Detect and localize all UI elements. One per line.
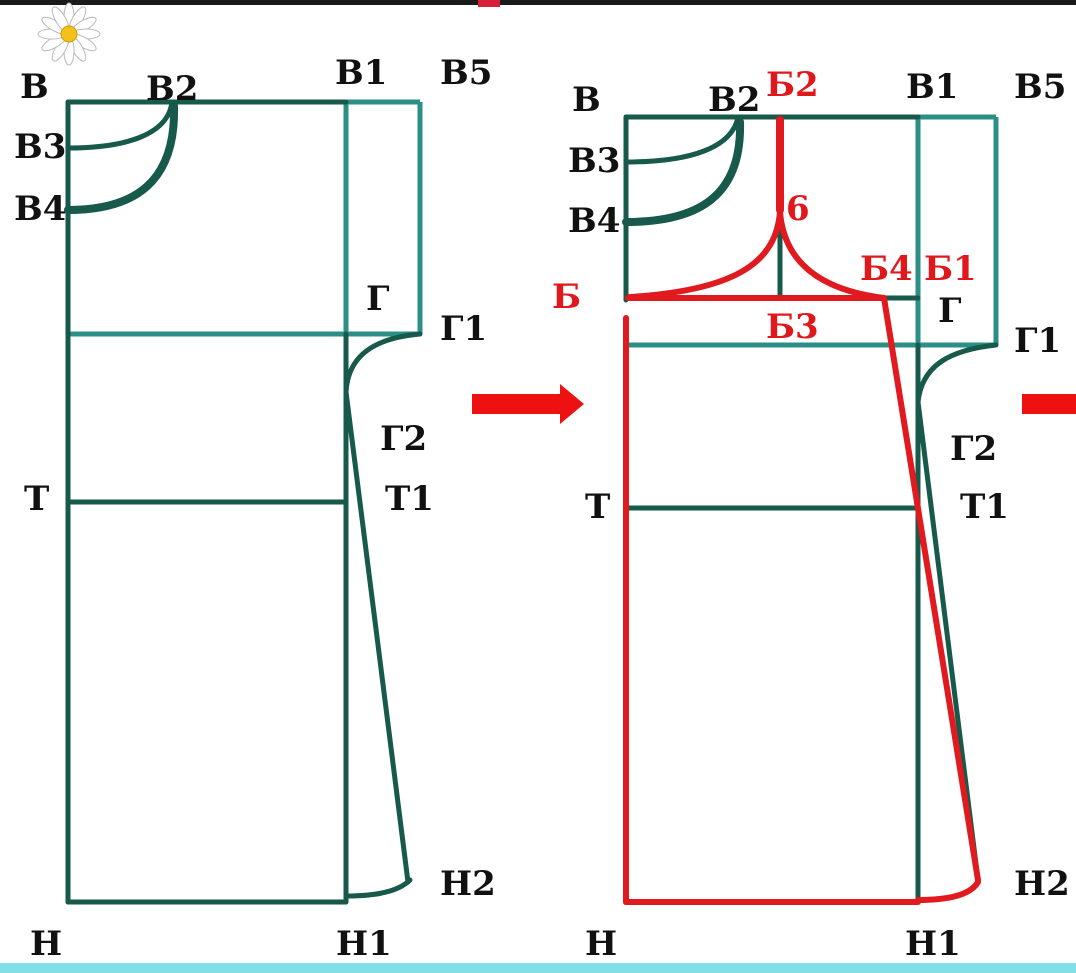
label-right-B4: В4: [568, 201, 620, 241]
label-right-B5: В5: [1014, 67, 1066, 107]
left-hem-curve: [343, 877, 413, 899]
label-right-B3: В3: [568, 141, 620, 181]
arrow-right-icon: [1022, 394, 1076, 414]
bottom-band: [0, 963, 1076, 973]
label-right-H2: Н2: [1014, 864, 1070, 904]
label-left-B2: В2: [146, 69, 198, 109]
red-curve-6-b4: [777, 209, 887, 301]
left-pattern: [64, 99, 423, 905]
label-right-b3-red: Б3: [766, 307, 819, 347]
top-header-strip: [0, 0, 1076, 5]
label-right-G: Г: [938, 291, 962, 331]
red-side-line: [881, 295, 981, 883]
label-left-G1: Г1: [440, 309, 487, 349]
label-right-b1-red: Б1: [924, 249, 977, 289]
left-armhole-curve: [343, 331, 423, 395]
left-neck-curve-b4: [64, 102, 179, 214]
red-hem-curve: [915, 879, 981, 903]
label-right-G2: Г2: [950, 429, 997, 469]
label-right-G1: Г1: [1014, 321, 1061, 361]
label-right-b2-red: Б2: [766, 65, 819, 105]
label-left-B3: В3: [14, 127, 66, 167]
label-right-H1: Н1: [905, 924, 961, 964]
left-neck-curve-b3: [65, 99, 175, 151]
daisy-icon: [37, 2, 101, 66]
red-curve-6-b: [627, 209, 783, 300]
right-neck-curve-b3: [623, 114, 741, 165]
label-right-b4-red: Б4: [860, 249, 913, 289]
arrow-right-icon: [472, 384, 584, 424]
label-left-B: В: [20, 67, 49, 107]
label-right-b-red: Б: [552, 277, 581, 317]
label-left-B1: В1: [335, 53, 387, 93]
label-left-B4: В4: [14, 189, 66, 229]
label-left-H: Н: [30, 924, 62, 964]
label-left-G: Г: [366, 279, 390, 319]
label-left-T: Т: [24, 479, 49, 519]
label-left-G2: Г2: [380, 419, 427, 459]
label-right-6-red: 6: [786, 189, 810, 229]
label-right-H: Н: [585, 924, 617, 964]
right-pattern: [622, 114, 999, 905]
label-right-B2: В2: [708, 80, 760, 120]
label-left-H2: Н2: [440, 864, 496, 904]
label-right-T: Т: [585, 487, 610, 527]
label-left-H1: Н1: [336, 924, 392, 964]
left-side-seam: [343, 389, 411, 885]
label-right-B1: В1: [906, 67, 958, 107]
label-left-T1: Т1: [385, 479, 434, 519]
label-right-T1: Т1: [960, 487, 1009, 527]
right-armhole-curve: [915, 342, 999, 405]
label-right-B: В: [572, 80, 601, 120]
right-neck-curve-b4: [622, 118, 745, 226]
top-header-accent: [478, 0, 500, 7]
label-left-B5: В5: [440, 53, 492, 93]
